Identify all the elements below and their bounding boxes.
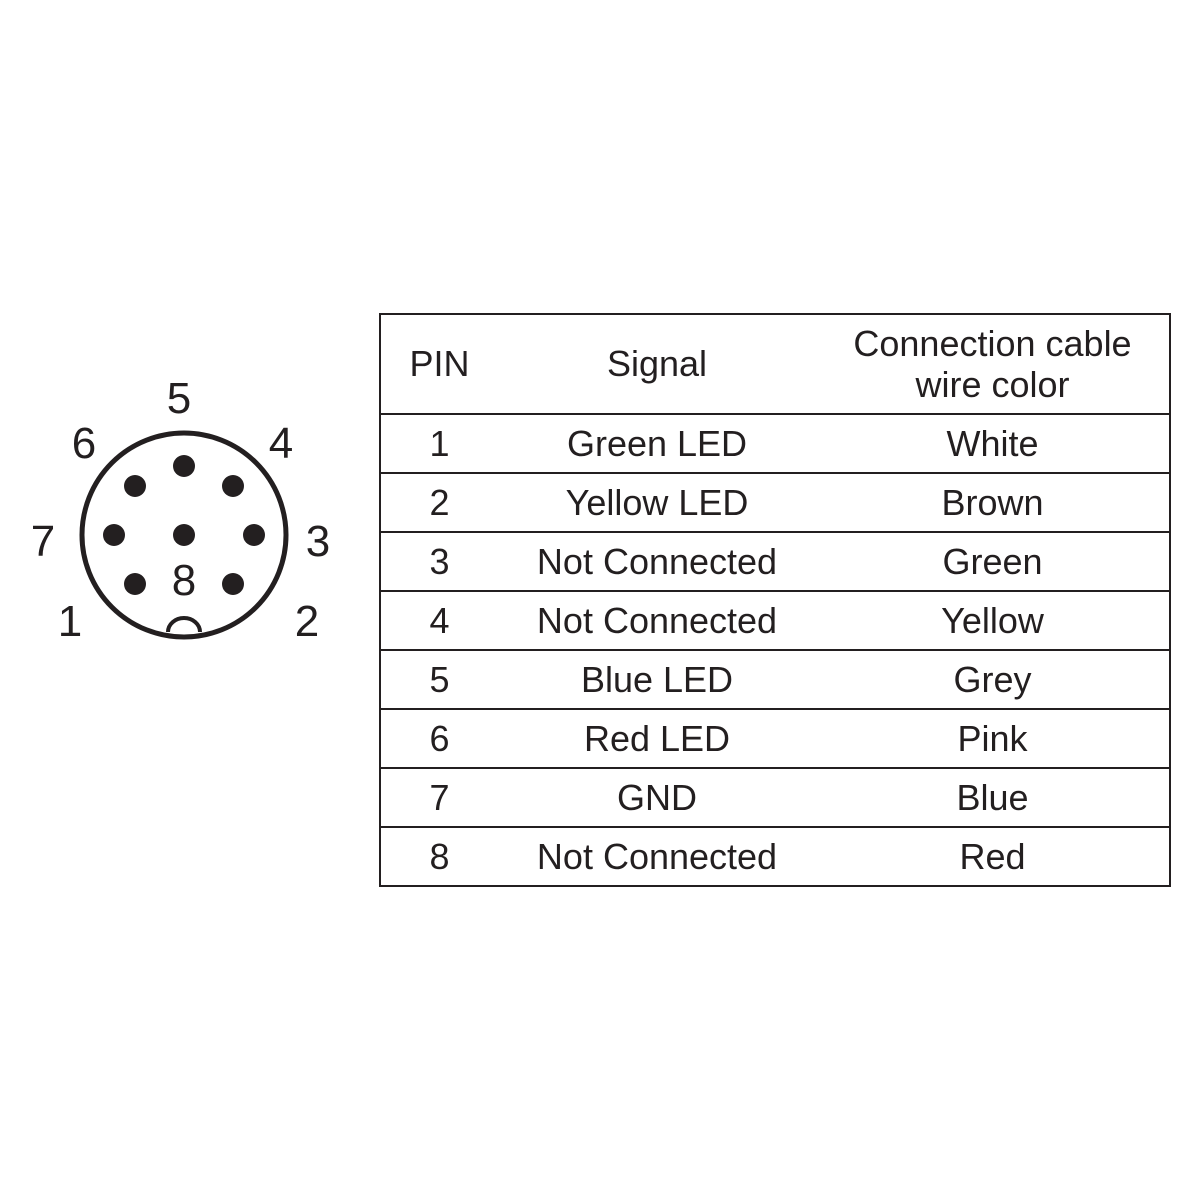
pin-assignment-table: PIN Signal Connection cable wire color 1…: [379, 313, 1171, 887]
header-wire-color: Connection cable wire color: [816, 314, 1170, 414]
header-pin: PIN: [409, 343, 470, 385]
cell-wire-color: Brown: [816, 472, 1170, 532]
cell-signal: Not Connected: [498, 826, 816, 886]
table-row: 4 Not Connected Yellow: [380, 590, 1170, 650]
cell-signal: Yellow LED: [498, 472, 816, 532]
cell-signal: GND: [498, 767, 816, 827]
cell-pin: 1: [380, 413, 498, 473]
table-header-row: PIN Signal Connection cable wire color: [380, 314, 1170, 414]
cell-pin: 5: [380, 649, 498, 709]
table-row: 5 Blue LED Grey: [380, 649, 1170, 709]
cell-wire-color: White: [816, 413, 1170, 473]
table-row: 1 Green LED White: [380, 413, 1170, 473]
connector-pinout-diagram: 5 6 4 7 3 8 1 2: [31, 374, 330, 646]
table-row: 3 Not Connected Green: [380, 531, 1170, 591]
pin-label-1: 1: [58, 597, 82, 646]
cell-pin: 3: [380, 531, 498, 591]
pin-contact-4: [222, 475, 244, 497]
table-row: 2 Yellow LED Brown: [380, 472, 1170, 532]
pin-contact-5: [173, 455, 195, 477]
cell-wire-color: Red: [816, 826, 1170, 886]
cell-wire-color: Pink: [816, 708, 1170, 768]
cell-pin: 2: [380, 472, 498, 532]
connector-housing: [79, 430, 289, 640]
cell-wire-color: Grey: [816, 649, 1170, 709]
cell-wire-color: Green: [816, 531, 1170, 591]
pin-label-3: 3: [306, 517, 330, 566]
table-row: 6 Red LED Pink: [380, 708, 1170, 768]
pin-contact-6: [124, 475, 146, 497]
table-row: 7 GND Blue: [380, 767, 1170, 827]
cell-signal: Red LED: [498, 708, 816, 768]
pin-label-2: 2: [295, 597, 319, 646]
pin-contact-center: [173, 524, 195, 546]
pin-label-6: 6: [72, 419, 96, 468]
pin-contact-3: [243, 524, 265, 546]
pin-label-8: 8: [172, 556, 196, 605]
pin-contact-1: [124, 573, 146, 595]
header-signal: Signal: [606, 343, 708, 385]
cell-signal: Blue LED: [498, 649, 816, 709]
cell-wire-color: Blue: [816, 767, 1170, 827]
cell-pin: 4: [380, 590, 498, 650]
pin-label-7: 7: [31, 517, 55, 566]
header-wire-color-line1: Connection cable: [853, 322, 1132, 364]
cell-pin: 8: [380, 826, 498, 886]
cell-wire-color: Yellow: [816, 590, 1170, 650]
pin-contact-7: [103, 524, 125, 546]
header-wire-color-line2: wire color: [915, 364, 1070, 405]
pin-label-4: 4: [269, 419, 293, 468]
cell-pin: 6: [380, 708, 498, 768]
pin-label-5: 5: [167, 374, 191, 423]
cell-signal: Not Connected: [498, 531, 816, 591]
pin-contact-2: [222, 573, 244, 595]
table-row: 8 Not Connected Red: [380, 826, 1170, 886]
cell-signal: Not Connected: [498, 590, 816, 650]
cell-pin: 7: [380, 767, 498, 827]
connector-keyway: [166, 616, 202, 633]
cell-signal: Green LED: [498, 413, 816, 473]
